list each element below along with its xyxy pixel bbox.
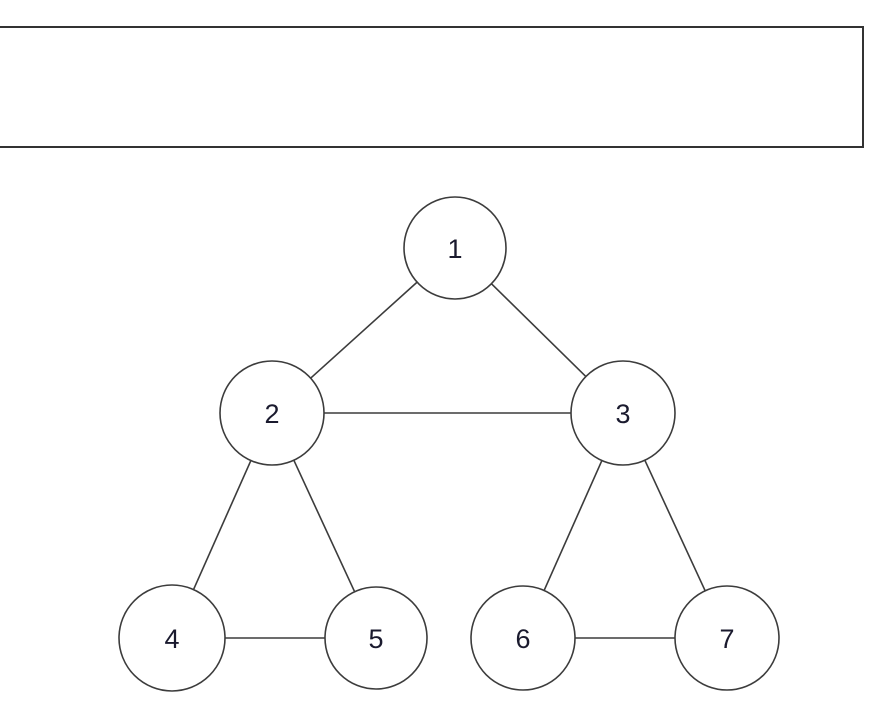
graph-node-3[interactable]: 3 [570,360,676,466]
graph-node-2[interactable]: 2 [219,360,325,466]
graph-edge-2-4 [192,460,252,590]
graph-node-6[interactable]: 6 [470,585,576,691]
graph-node-label-5: 5 [368,624,383,654]
graph-node-4[interactable]: 4 [118,584,226,692]
graph-node-circle-1[interactable] [403,196,507,300]
graph-node-7[interactable]: 7 [674,585,780,691]
graph-node-label-3: 3 [615,399,630,429]
graph-node-circle-5[interactable] [324,586,428,690]
graph-node-1[interactable]: 1 [403,196,507,300]
graph-node-circle-6[interactable] [470,585,576,691]
graph-edge-1-2 [310,281,418,379]
empty-text-panel[interactable] [0,26,864,148]
graph-node-circle-2[interactable] [219,360,325,466]
graph-edge-3-6 [543,460,603,591]
graph-node-5[interactable]: 5 [324,586,428,690]
empty-text-panel-content[interactable] [0,28,862,146]
graph-node-label-4: 4 [164,624,179,654]
graph-nodes-layer: 1 2 3 4 5 6 7 [118,196,780,692]
graph-node-label-6: 6 [515,624,530,654]
graph-node-label-1: 1 [447,234,462,264]
graph-edges-layer [192,281,706,639]
graph-node-circle-4[interactable] [118,584,226,692]
graph-edge-2-5 [293,459,356,593]
graph-edge-3-7 [644,459,706,592]
graph-edge-1-3 [490,283,587,378]
graph-node-label-7: 7 [719,624,734,654]
graph-node-circle-7[interactable] [674,585,780,691]
graph-node-circle-3[interactable] [570,360,676,466]
graph-node-label-2: 2 [264,399,279,429]
